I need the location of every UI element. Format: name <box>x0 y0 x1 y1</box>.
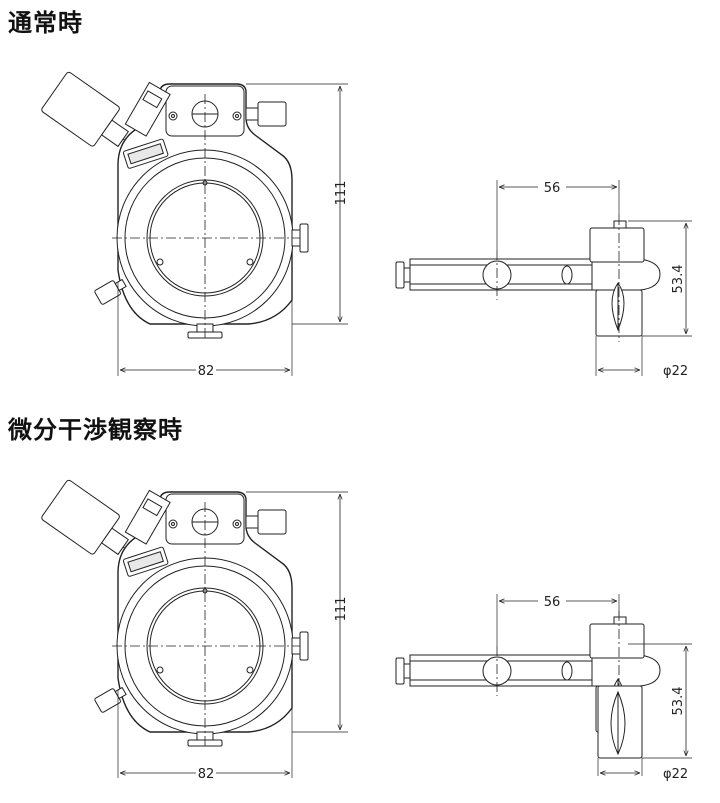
width-dimension-normal <box>117 282 293 376</box>
dim-width-label: 82 <box>198 364 215 379</box>
height-dimension-dic <box>117 491 348 778</box>
side-dimensions-dic <box>496 594 692 776</box>
dim-diameter-label: φ22 <box>663 364 688 379</box>
side-view-dic <box>395 610 661 759</box>
dim-side-height-label-dic: 53.4 <box>671 687 686 716</box>
diameter-dimension-normal <box>595 336 643 376</box>
dim-side-width-label: 56 <box>544 181 561 196</box>
dim-side-width-label-dic: 56 <box>544 595 561 610</box>
side-width-dimension-normal <box>496 180 620 250</box>
section-title-dic: 微分干渉観察時 <box>8 416 183 444</box>
front-view-dic <box>39 478 309 749</box>
dim-height-label: 111 <box>334 181 349 206</box>
height-dimension-normal <box>246 83 348 325</box>
dim-width-label-dic: 82 <box>198 767 215 782</box>
side-view-normal <box>395 214 661 343</box>
dim-diameter-label-dic: φ22 <box>663 767 688 782</box>
dim-height-label-dic: 111 <box>334 597 349 622</box>
front-view-normal <box>39 70 309 341</box>
side-height-dimension-normal <box>628 220 692 337</box>
section-title-normal: 通常時 <box>8 9 83 37</box>
dim-side-height-label: 53.4 <box>671 265 686 294</box>
